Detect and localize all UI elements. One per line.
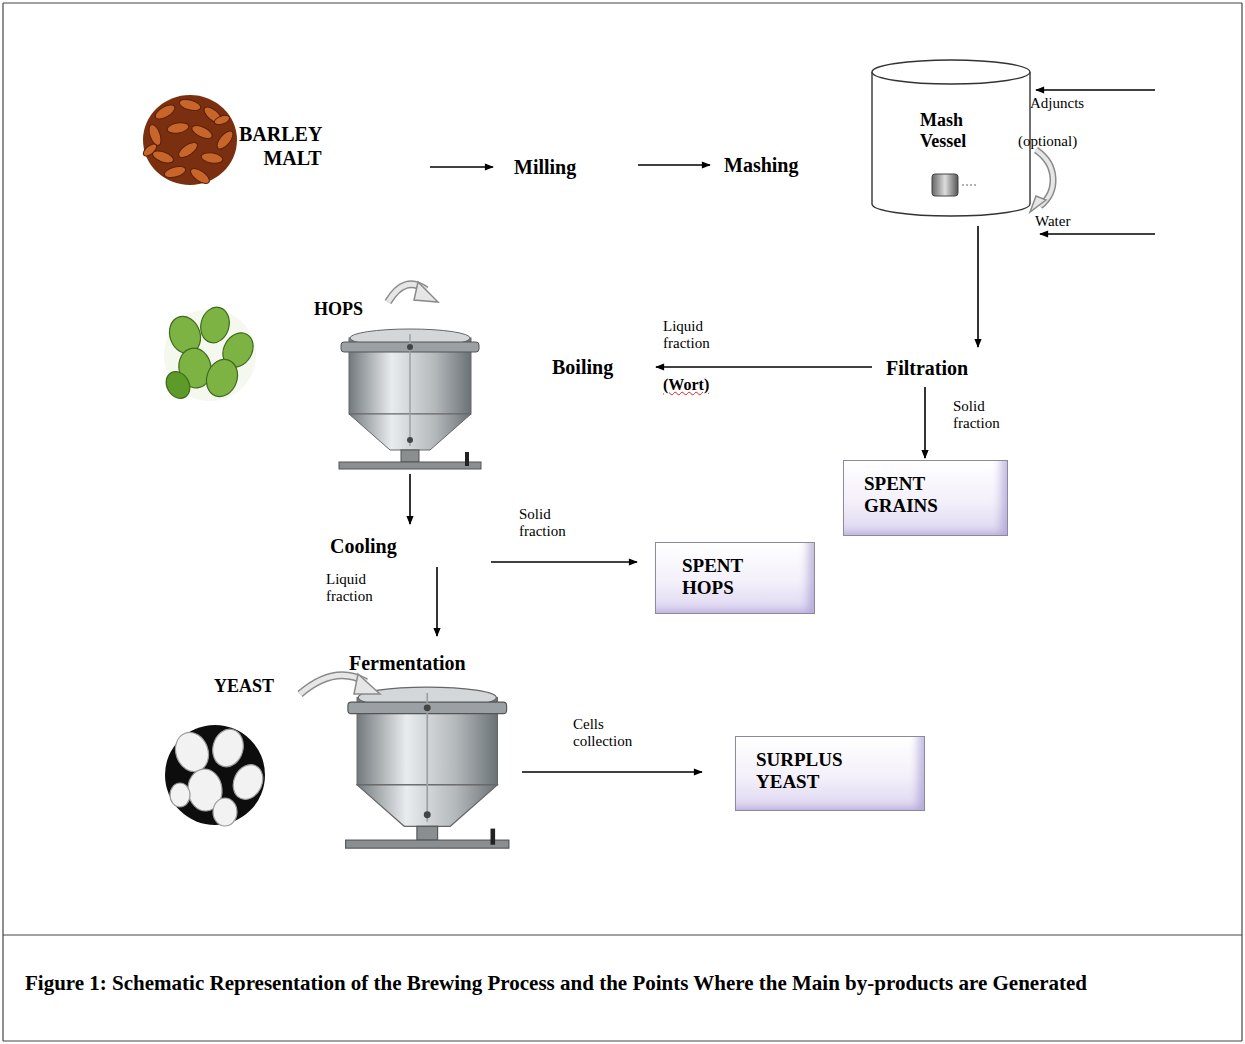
flow-connector	[656, 366, 872, 368]
byproduct-box: SURPLUS YEAST	[735, 736, 925, 811]
edge-label: Liquid fraction	[663, 318, 710, 352]
mash-vessel: Mash Vessel	[870, 58, 1032, 218]
edge-label: Solid fraction	[953, 398, 1000, 432]
edge-label: Solid fraction	[519, 506, 566, 540]
node-text: HOPS	[314, 298, 380, 320]
addition-arrows	[300, 150, 1053, 694]
figure-caption: Figure 1: Schematic Representation of th…	[25, 968, 1221, 998]
node-text: SURPLUS YEAST	[756, 749, 843, 793]
annotation-label: Adjuncts	[1030, 95, 1084, 112]
process-step: Mashing	[718, 150, 842, 180]
frame	[3, 3, 1242, 1041]
node-text: Fermentation	[349, 651, 529, 675]
node-text: Filtration	[886, 356, 1002, 380]
flow-connector	[638, 164, 710, 166]
annotation-label: Water	[1035, 213, 1070, 230]
flow-connector	[924, 387, 926, 458]
ingredient-label: HOPS	[310, 296, 380, 322]
node-text: YEAST	[214, 675, 296, 697]
flow-connector	[430, 166, 493, 168]
node-text: Milling	[514, 155, 616, 179]
annotation-label: (Wort)	[663, 376, 709, 394]
fermentation-tank	[346, 687, 509, 848]
node-text: Mash Vessel	[920, 110, 966, 152]
process-step: Cooling	[326, 531, 485, 561]
byproduct-box: SPENT GRAINS	[843, 460, 1008, 536]
edge-label: Liquid fraction	[326, 571, 373, 605]
ingredient-label: BARLEY MALT	[233, 118, 425, 172]
ingredient-label: YEAST	[210, 673, 296, 699]
process-step: Filtration	[880, 353, 1002, 383]
node-text: BARLEY MALT	[239, 122, 322, 170]
process-step: Fermentation	[345, 648, 529, 678]
hops-image	[161, 304, 259, 403]
node-text: Boiling	[552, 355, 648, 379]
node-text: SPENT GRAINS	[864, 473, 938, 517]
annotation-label: (optional)	[1018, 133, 1077, 150]
flow-connector	[977, 226, 979, 347]
flow-connector	[436, 567, 438, 636]
yeast-image	[165, 725, 268, 826]
node-text: Cooling	[330, 534, 485, 558]
boiling-kettle	[339, 329, 481, 469]
process-step: Boiling	[546, 352, 648, 382]
flow-connector	[491, 561, 637, 563]
barley-malt-image	[141, 95, 237, 186]
annotation-label: Cells collection	[573, 716, 632, 750]
node-text: Mashing	[724, 153, 842, 177]
node-text: SPENT HOPS	[682, 555, 743, 599]
process-step: Milling	[508, 152, 616, 182]
flow-arrows	[410, 90, 1155, 772]
byproduct-box: SPENT HOPS	[655, 542, 815, 614]
